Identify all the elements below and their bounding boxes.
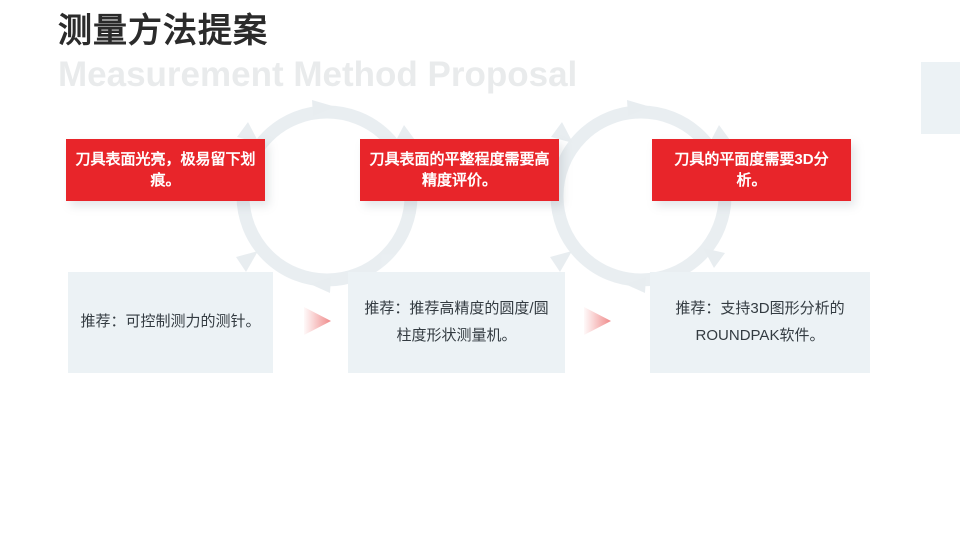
slide-header: 测量方法提案 Measurement Method Proposal xyxy=(58,10,577,94)
page-subtitle: Measurement Method Proposal xyxy=(58,54,578,94)
flow-arrow-icon-2 xyxy=(584,307,611,335)
flow-arrow-icon-1 xyxy=(304,307,331,335)
page-title: 测量方法提案 xyxy=(58,12,268,50)
statement-box-3: 刀具的平面度需要3D分析。 xyxy=(652,139,851,201)
recommendation-box-1: 推荐：可控制测力的测针。 xyxy=(68,272,273,373)
statement-box-2: 刀具表面的平整程度需要高精度评价。 xyxy=(360,139,559,201)
right-edge-panel xyxy=(921,62,960,134)
recommendation-box-2: 推荐：推荐高精度的圆度/圆柱度形状测量机。 xyxy=(348,272,565,373)
recommendation-box-3: 推荐：支持3D图形分析的ROUNDPAK软件。 xyxy=(650,272,870,373)
statement-box-1: 刀具表面光亮，极易留下划痕。 xyxy=(66,139,265,201)
